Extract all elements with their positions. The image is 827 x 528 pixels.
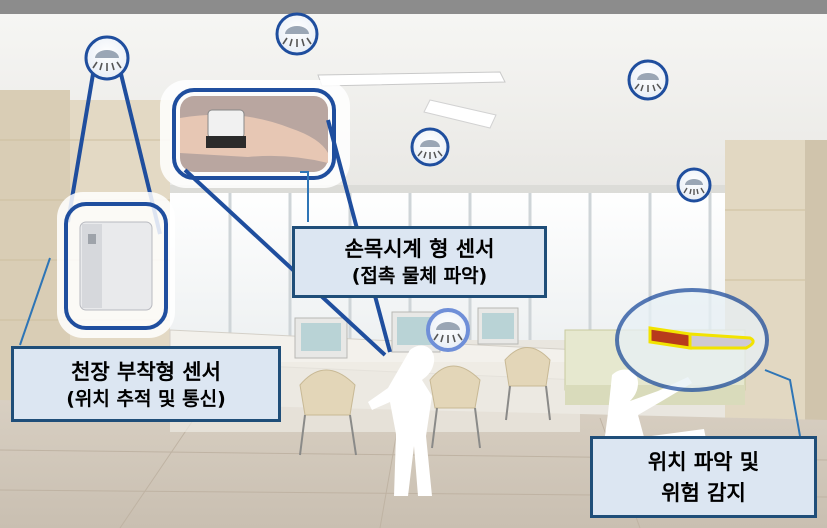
wrist-sensor-title: 손목시계 형 센서 (344, 237, 495, 261)
ceiling-sensor-icon (410, 127, 450, 167)
ceiling-sensor-label: 천장 부착형 센서 (위치 추적 및 통신) (11, 346, 281, 422)
chair-3 (504, 347, 551, 387)
ceiling-sensor-icon (627, 59, 669, 101)
ceiling-sensor-subtitle: (위치 추적 및 통신) (66, 388, 226, 410)
wrist-sensor-subtitle: (접촉 물체 파악) (351, 265, 488, 287)
ceiling-sensor-icon (676, 167, 712, 203)
ceiling-sensor-title: 천장 부착형 센서 (71, 360, 221, 384)
chair-1 (299, 369, 356, 416)
ceiling-sensor-icon (84, 35, 130, 81)
wrist-sensor-label: 손목시계 형 센서 (접촉 물체 파악) (292, 226, 547, 298)
chair-2 (429, 365, 481, 409)
ceiling-device-photo (79, 221, 153, 311)
ceiling-sensor-icon (426, 308, 470, 352)
hazard-detection-label: 위치 파악 및 위험 감지 (590, 436, 817, 518)
hazard-line-2: 위험 감지 (661, 481, 746, 505)
wrist-sensor-photo (180, 96, 328, 172)
ceiling-sensor-icon (275, 12, 319, 56)
knife-icon (648, 326, 755, 350)
child-silhouette-left (368, 345, 435, 496)
top-frame (0, 0, 827, 14)
ceiling-light-2 (423, 99, 497, 129)
hazard-line-1: 위치 파악 및 (647, 450, 760, 474)
